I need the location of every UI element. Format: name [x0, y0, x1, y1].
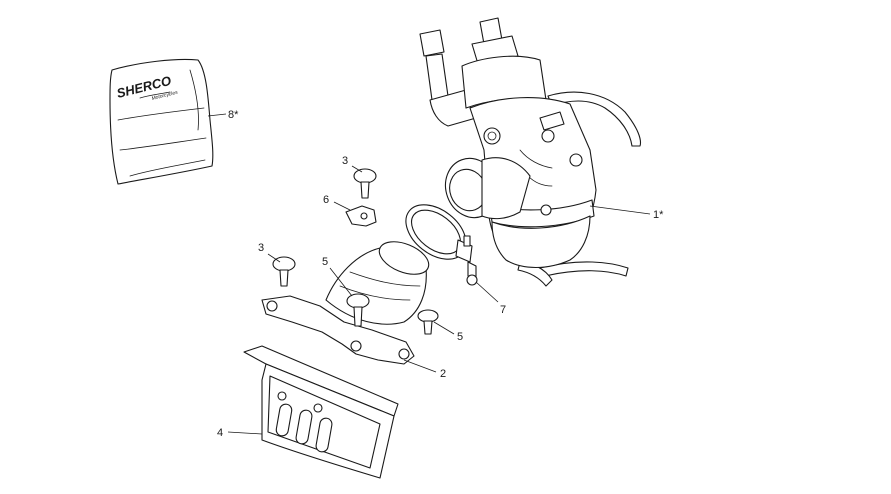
leader-line-8: [207, 113, 227, 117]
part-5-screw-right: [417, 309, 439, 335]
callout-4: 4: [217, 427, 223, 439]
callout-3-upper: 3: [342, 155, 348, 167]
leader-line-5a: [329, 267, 353, 297]
callout-5-right: 5: [457, 331, 463, 343]
leader-line-2: [403, 359, 437, 373]
leader-line-1: [589, 205, 651, 215]
callout-6: 6: [323, 194, 329, 206]
callout-3-left: 3: [258, 242, 264, 254]
part-6-bracket: [345, 205, 377, 227]
leader-line-7: [475, 281, 499, 303]
callout-7: 7: [500, 304, 506, 316]
callout-8: 8*: [228, 109, 239, 121]
leader-line-3a: [351, 165, 363, 173]
part-4-reed-valve: [243, 345, 399, 479]
callout-labels: 1* 2 3 3 4 5 5 6 7 8*: [217, 109, 664, 439]
part-3-screw-upper: [353, 168, 377, 199]
callout-1: 1*: [653, 209, 664, 221]
part-7-hose-clamp: [405, 204, 478, 286]
part-3-screw-left: [272, 256, 296, 287]
part-8-bag: SHERCO Motorcycles: [109, 58, 214, 185]
callout-2: 2: [440, 368, 446, 380]
part-1-carburetor: [419, 17, 642, 287]
leader-line-3b: [267, 253, 281, 263]
part-5-screw-center: [346, 293, 370, 327]
leader-line-4: [227, 431, 263, 435]
leader-line-6: [333, 201, 351, 211]
leader-lines: [207, 113, 651, 435]
callout-5-center: 5: [322, 256, 328, 268]
leader-line-5b: [433, 321, 455, 335]
